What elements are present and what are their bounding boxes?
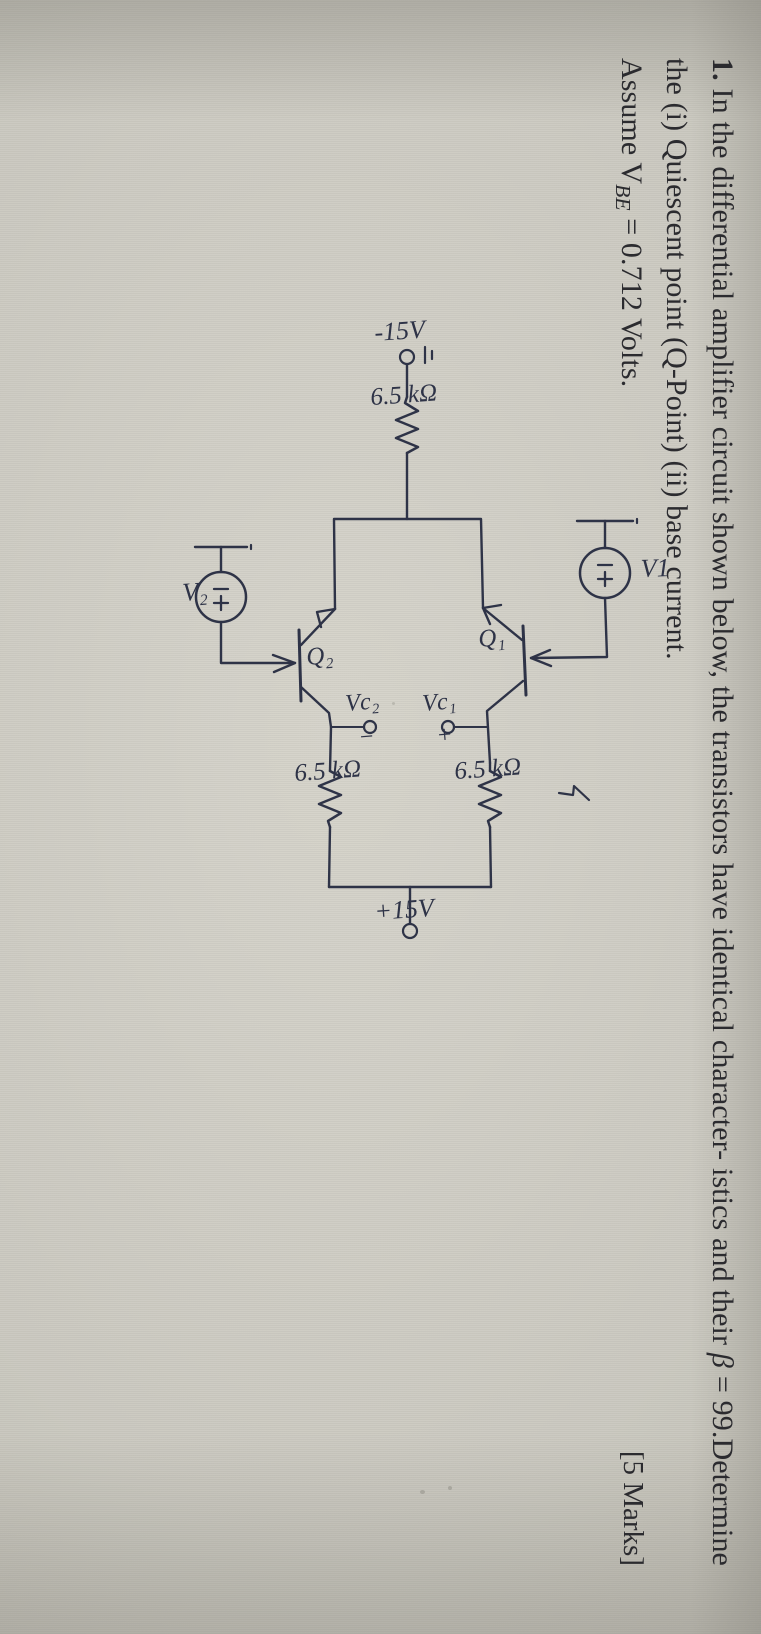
beta-symbol: β [706, 1352, 739, 1368]
marks-annotation: [5 Marks] [617, 1450, 649, 1566]
paper-speck [420, 1490, 425, 1494]
question-number: 1. [706, 58, 739, 81]
question-line-1: In the differential amplifier circuit sh… [706, 88, 739, 1161]
paper-speck [392, 702, 395, 705]
paper-speck [448, 1486, 452, 1490]
question-line-2: istics and their [706, 1168, 739, 1346]
